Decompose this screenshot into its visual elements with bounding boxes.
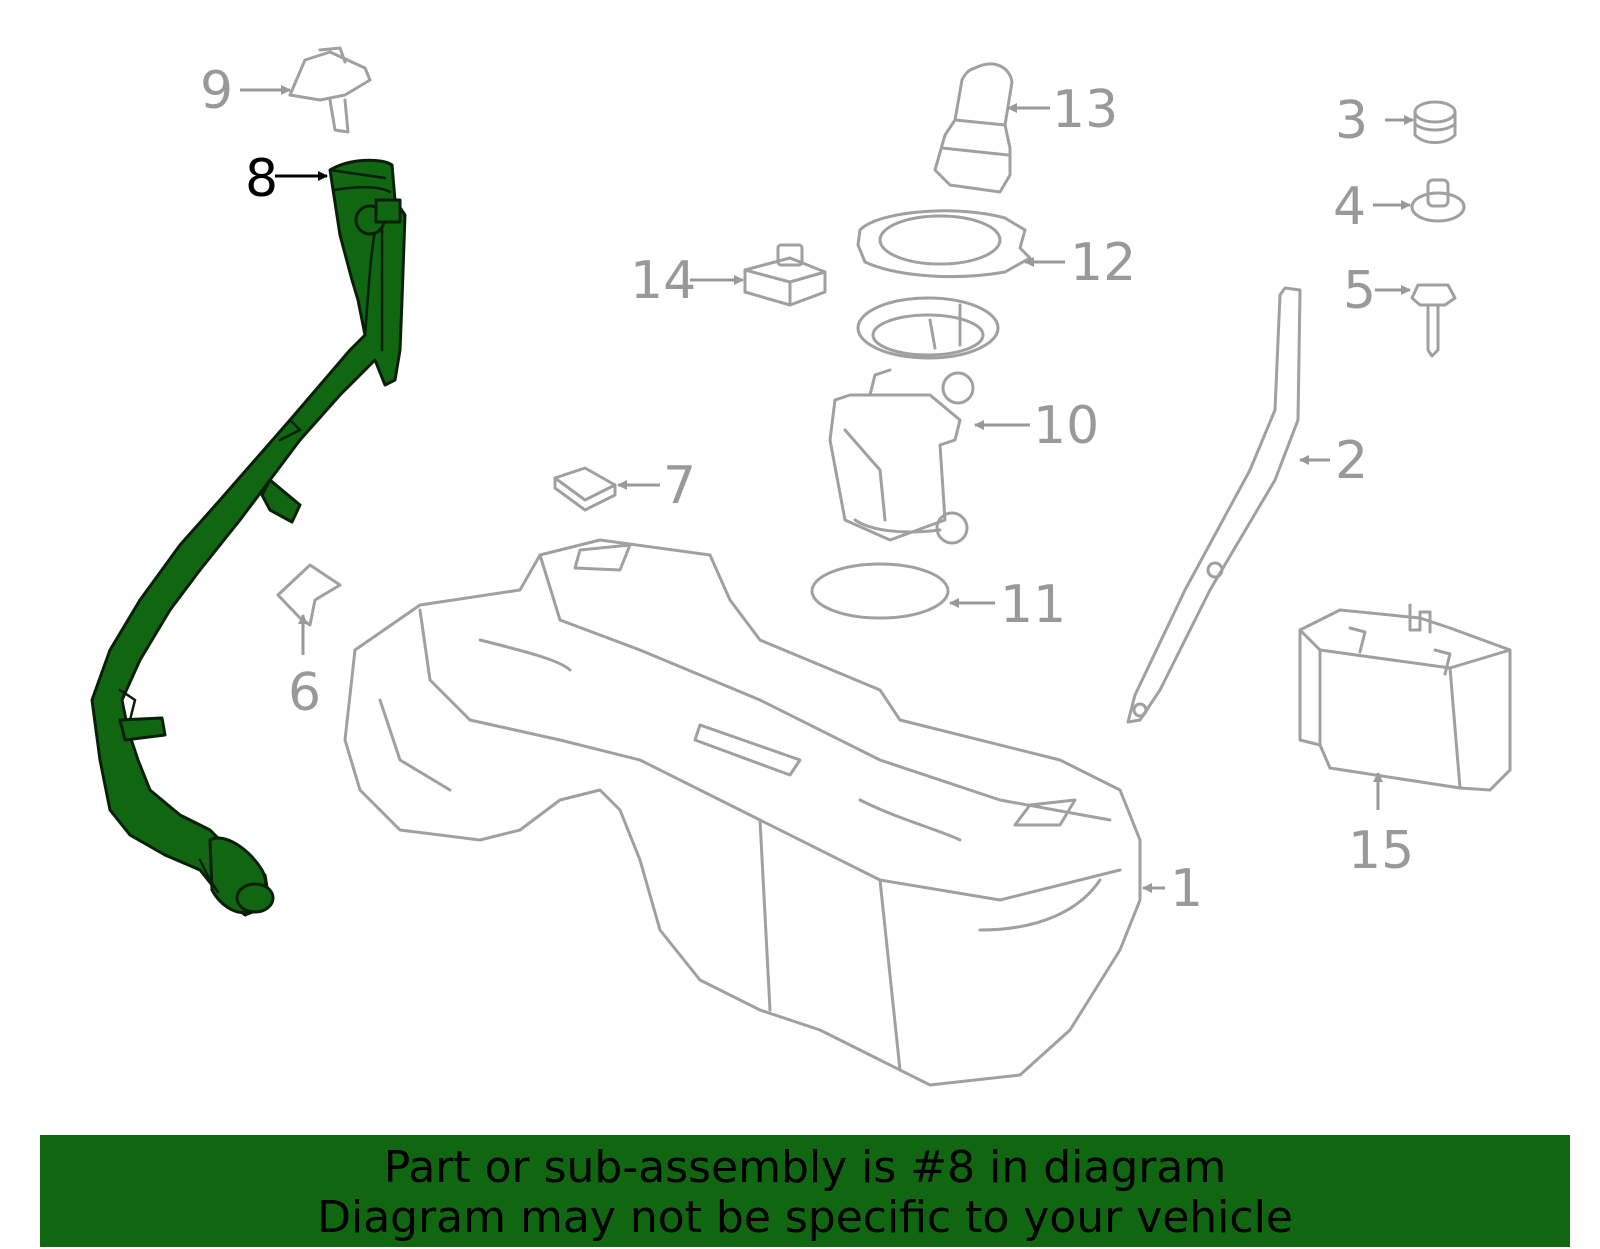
- cap-part: [933, 62, 1014, 194]
- clip-part: [1410, 178, 1466, 223]
- grommet-part: [1413, 100, 1457, 144]
- filler-neck-part: [90, 158, 407, 917]
- pad-part: [553, 466, 617, 512]
- control-module-part: [1298, 603, 1512, 792]
- vent-valve-part: [288, 46, 372, 134]
- callout-2: 2: [1335, 431, 1368, 491]
- callout-12: 12: [1070, 233, 1136, 293]
- callout-11: 11: [1000, 575, 1066, 635]
- info-banner: Part or sub-assembly is #8 in diagram Di…: [40, 1135, 1570, 1247]
- callout-10: 10: [1033, 396, 1099, 456]
- bracket-part: [276, 563, 342, 627]
- callout-14: 14: [630, 251, 696, 311]
- callout-7: 7: [663, 456, 696, 516]
- banner-line-disclaimer: Diagram may not be specific to your vehi…: [317, 1192, 1293, 1243]
- fuel-tank-part: [343, 538, 1142, 1087]
- bolt-part: [1410, 283, 1457, 358]
- sensor-part: [743, 243, 827, 307]
- parts-diagram: 1 2 3 4 5 6 7 8 9 10 11 12 13 14 15: [90, 46, 1512, 1087]
- callout-1: 1: [1170, 859, 1203, 919]
- callout-5: 5: [1343, 261, 1376, 321]
- callout-8: 8: [245, 149, 278, 209]
- leader-lines: [240, 85, 1414, 893]
- callout-3: 3: [1335, 91, 1368, 151]
- callout-15: 15: [1348, 821, 1414, 881]
- callout-13: 13: [1052, 80, 1118, 140]
- lock-ring-part: [856, 209, 1032, 279]
- fuel-pump-part: [828, 296, 1000, 545]
- o-ring-part: [810, 562, 950, 620]
- callout-9: 9: [200, 61, 233, 121]
- banner-line-part-info: Part or sub-assembly is #8 in diagram: [383, 1142, 1227, 1193]
- strap-part: [1126, 286, 1302, 724]
- callout-6: 6: [288, 663, 321, 723]
- callout-4: 4: [1333, 177, 1366, 237]
